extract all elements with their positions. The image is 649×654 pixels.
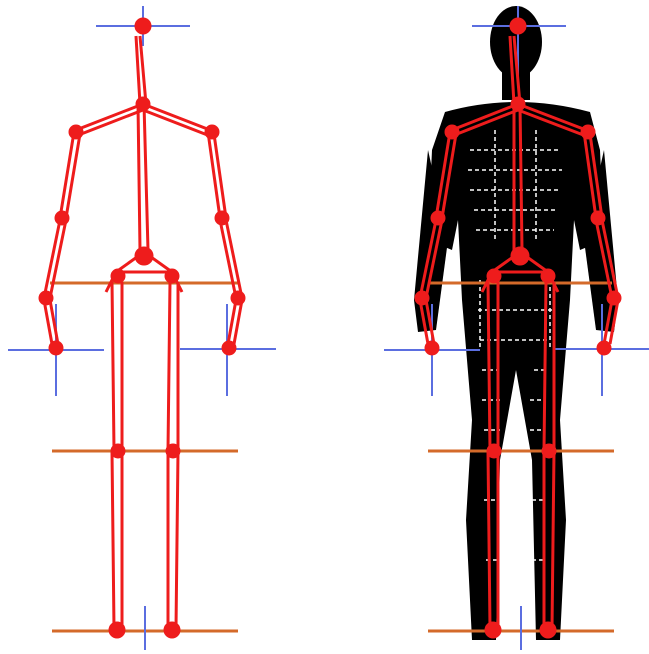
panel-skeleton-with-silhouette [384, 6, 649, 650]
wrist-joint-left [39, 291, 53, 305]
pelvis-joint [135, 247, 153, 265]
elbow-joint-left [55, 211, 69, 225]
hip-joint-right [541, 269, 555, 283]
shoulder-joint-right [581, 125, 595, 139]
elbow-joint-left [431, 211, 445, 225]
head-joint [135, 18, 151, 34]
wrist-joint-left [415, 291, 429, 305]
shoulder-joint-left [69, 125, 83, 139]
knee-joint-right [166, 444, 180, 458]
hand-joint-left [49, 341, 63, 355]
knee-joint-right [542, 444, 556, 458]
pelvis-joint [511, 247, 529, 265]
wrist-joint-right [231, 291, 245, 305]
hand-joint-right [597, 341, 611, 355]
hip-joint-left [111, 269, 125, 283]
neck-joint [136, 97, 150, 111]
elbow-joint-right [591, 211, 605, 225]
head-joint [510, 18, 526, 34]
head-cross-marker [472, 6, 566, 80]
shoulder-joint-right [205, 125, 219, 139]
hand-joint-left [425, 341, 439, 355]
elbow-joint-right [215, 211, 229, 225]
hand-joint-right [222, 341, 236, 355]
ankle-joint-right [164, 622, 180, 638]
shoulder-joint-left [445, 125, 459, 139]
ankle-joint-left [109, 622, 125, 638]
hip-joint-left [487, 269, 501, 283]
ankle-joint-left [485, 622, 501, 638]
neck-joint [511, 97, 525, 111]
wrist-joint-right [607, 291, 621, 305]
joints-left [39, 18, 245, 638]
panel-skeleton-only [8, 6, 276, 650]
ankle-joint-right [540, 622, 556, 638]
hip-joint-right [165, 269, 179, 283]
knee-joint-left [487, 444, 501, 458]
knee-joint-left [111, 444, 125, 458]
